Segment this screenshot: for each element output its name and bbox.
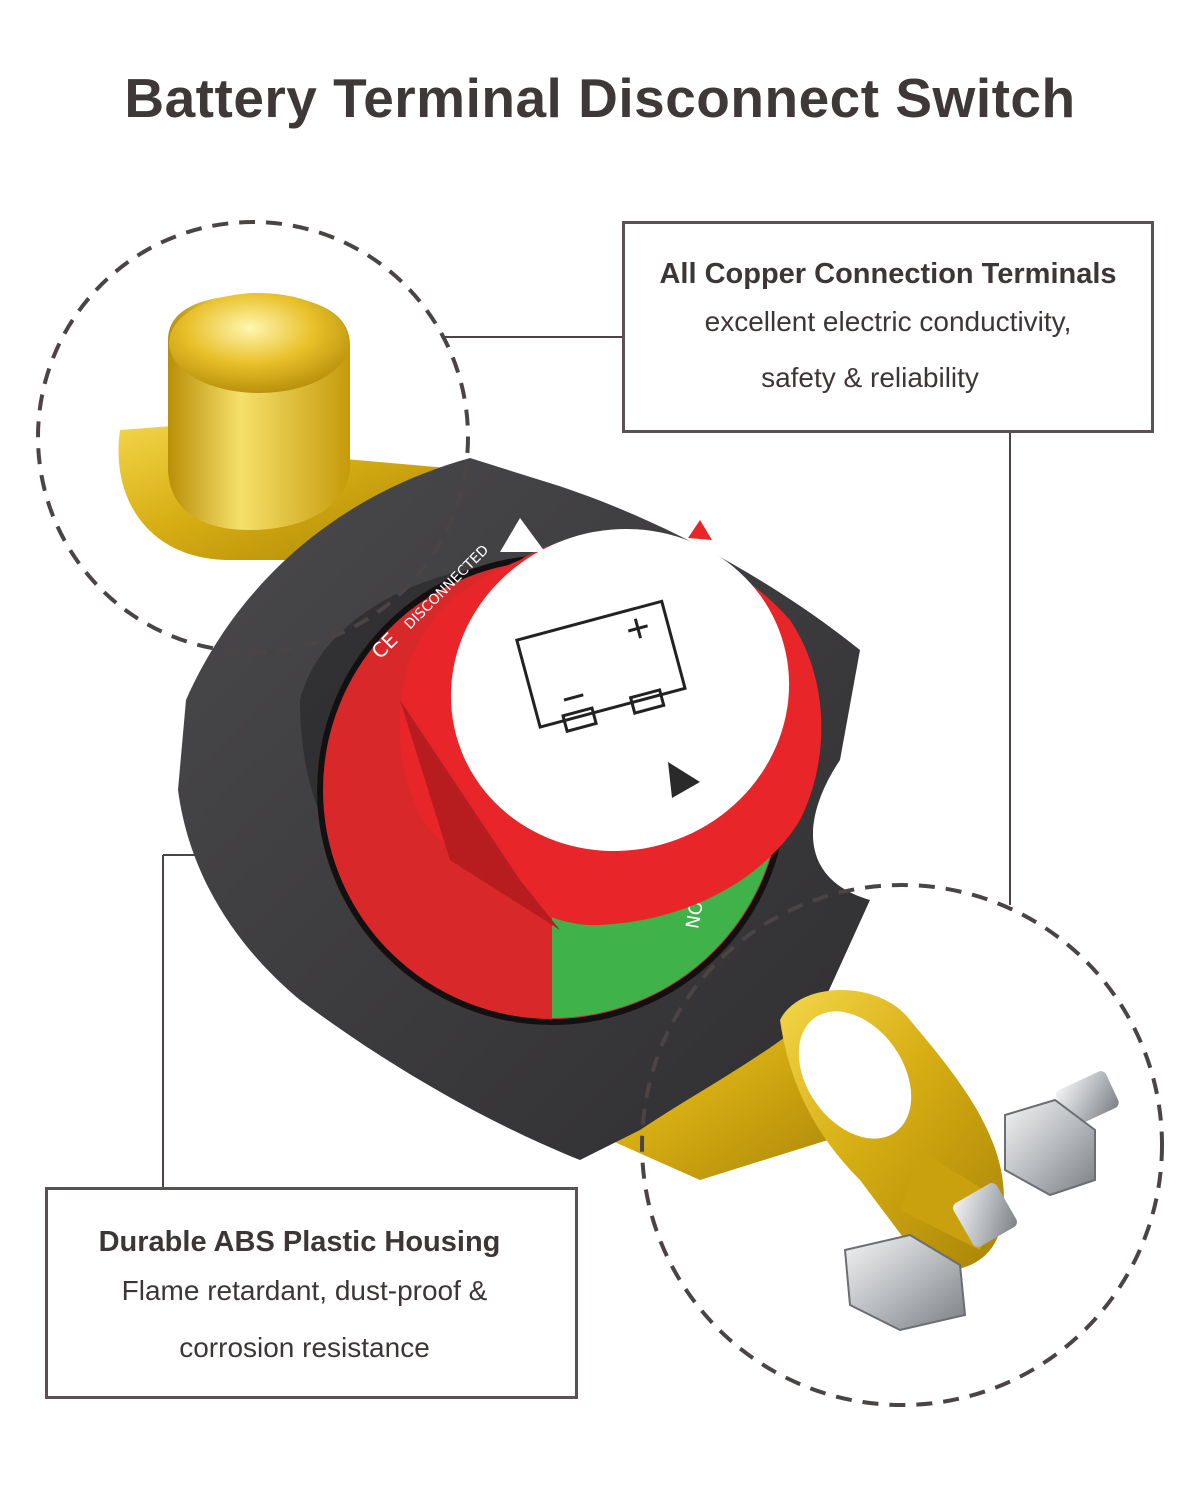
- callout-copper-line1: excellent electric conductivity,: [704, 306, 1072, 337]
- callout-abs-housing: Durable ABS Plastic Housing Flame retard…: [45, 1187, 578, 1399]
- callout-housing-heading: Durable ABS Plastic Housing: [98, 1226, 501, 1258]
- nuts-and-bolt: [843, 1071, 1119, 1332]
- zoom-circle-upper: [36, 220, 470, 654]
- pointer-triangle-icon: [668, 762, 700, 798]
- battery-icon: [515, 599, 687, 734]
- callout-copper-terminals: All Copper Connection Terminals excellen…: [622, 221, 1154, 433]
- callout-housing-line1: Flame retardant, dust-proof &: [121, 1275, 488, 1306]
- callout-copper-line2: safety & reliability: [761, 362, 979, 393]
- callout-copper-heading: All Copper Connection Terminals: [659, 258, 1117, 290]
- page-title: Battery Terminal Disconnect Switch: [124, 67, 1076, 129]
- selector-knob[interactable]: [399, 485, 832, 930]
- zoom-circle-lower: [640, 883, 1164, 1407]
- lower-clamp-terminal: [780, 990, 1004, 1270]
- callout-housing-line2: corrosion resistance: [179, 1332, 430, 1363]
